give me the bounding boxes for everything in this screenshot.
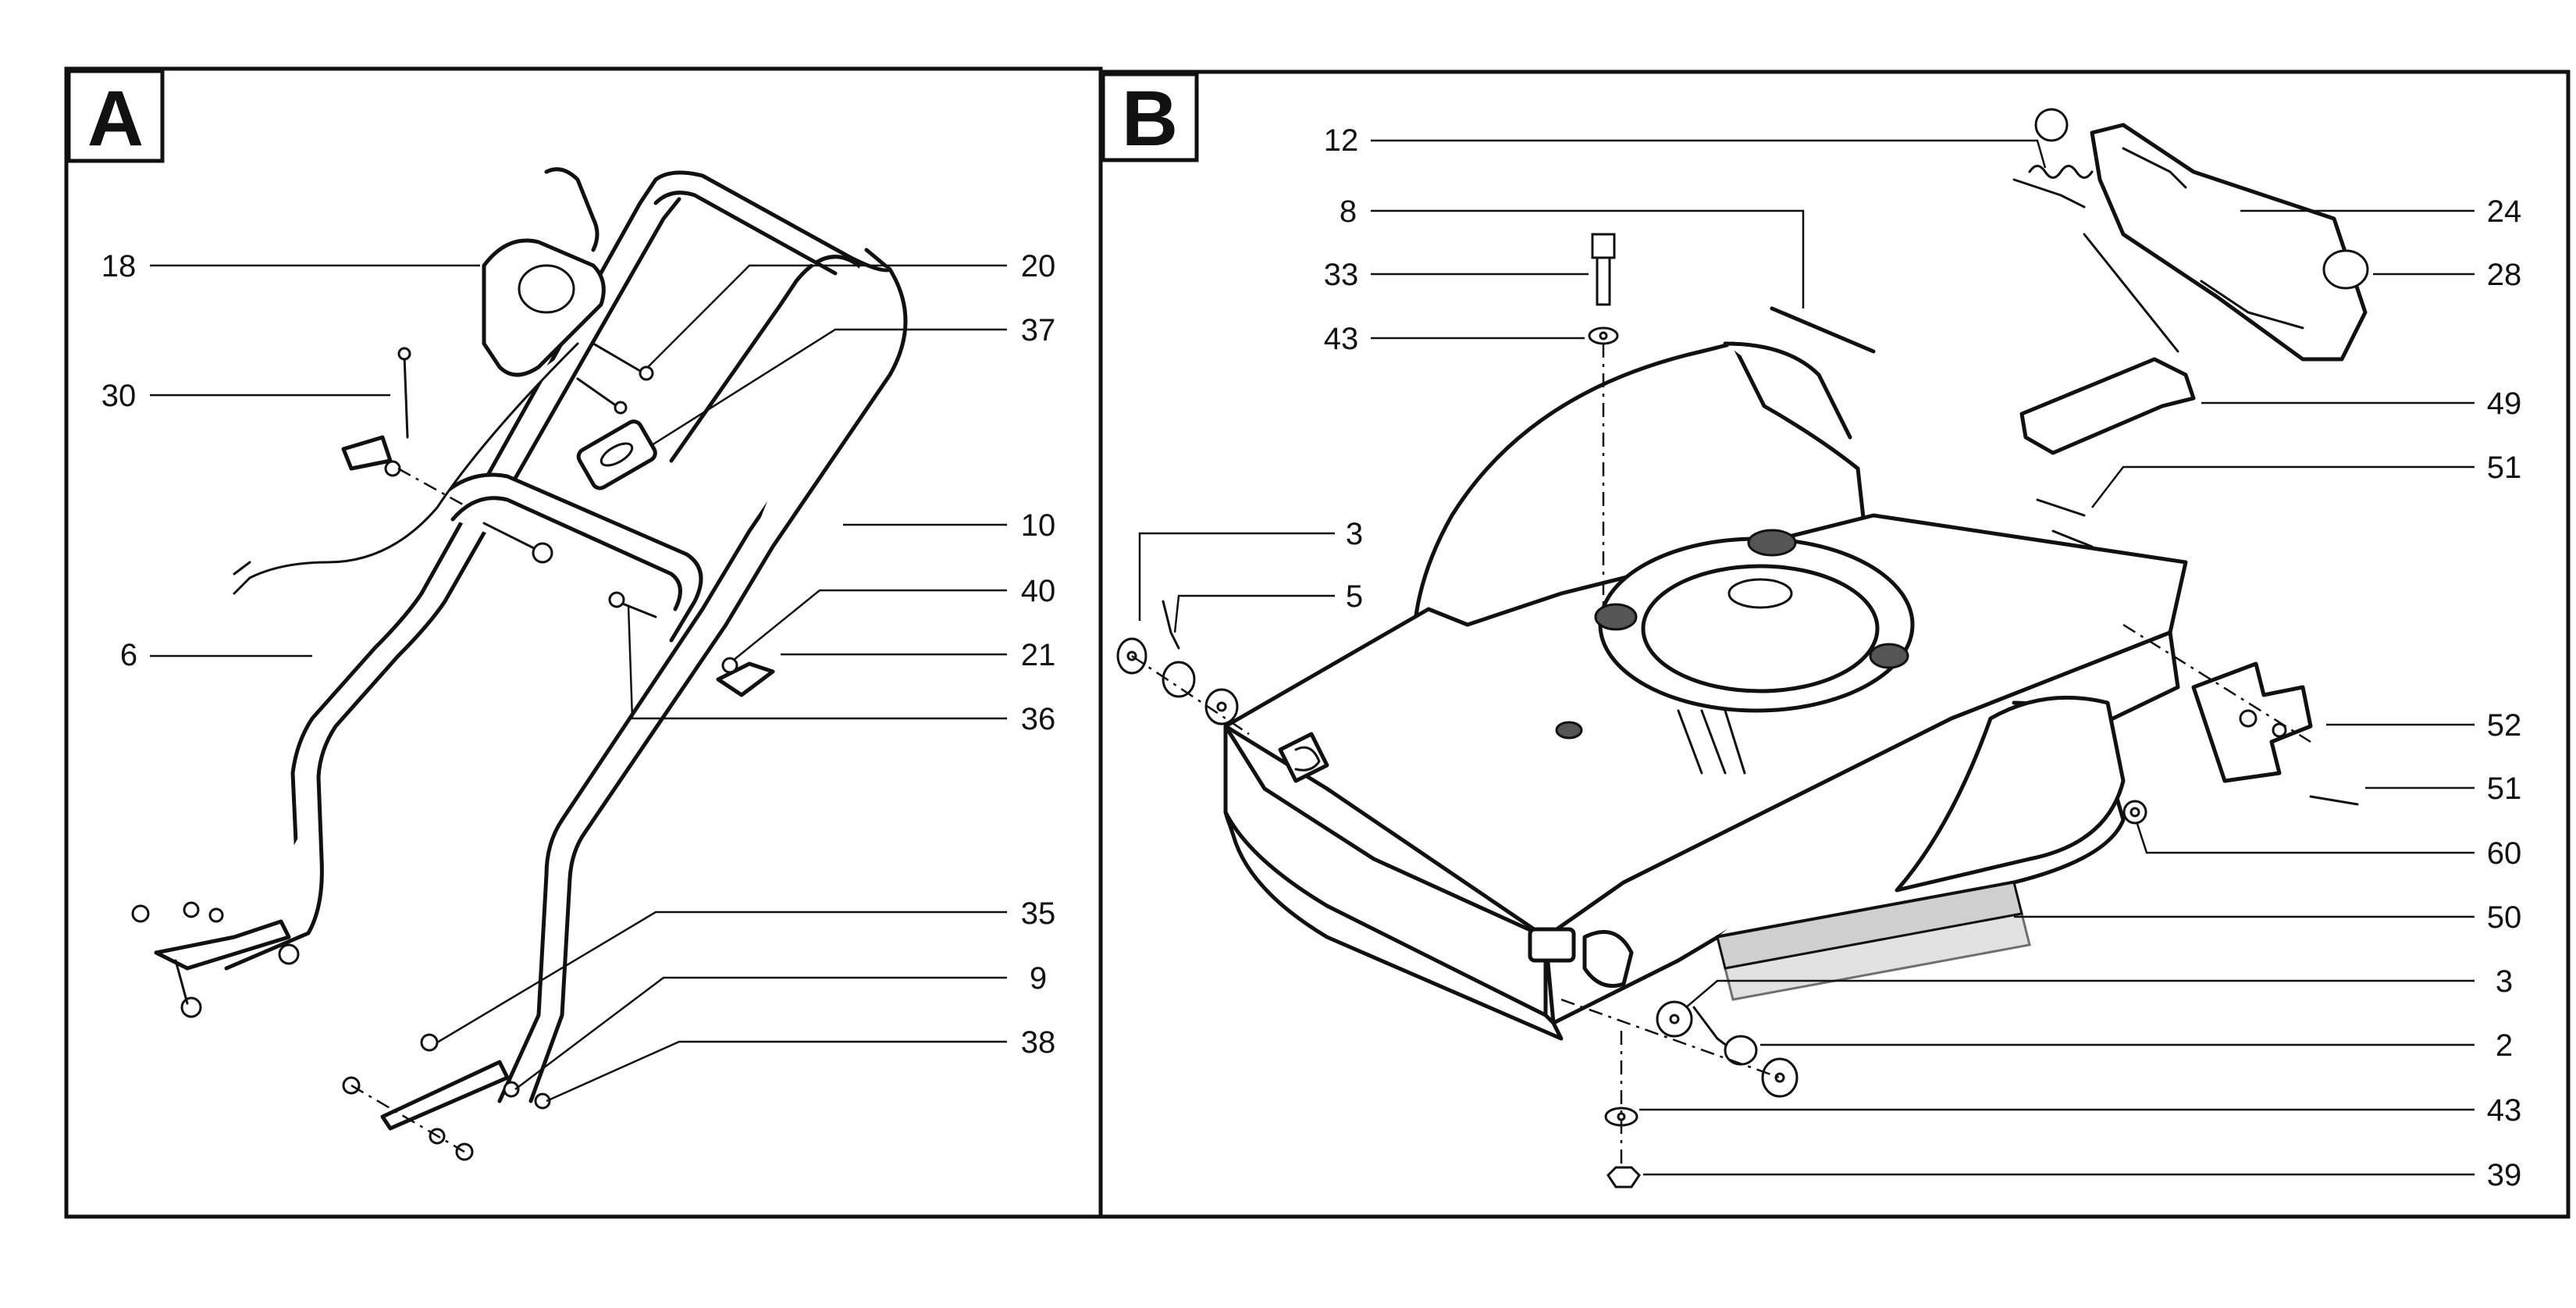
panel-b-frame xyxy=(1098,69,2571,1219)
callout-51-lower: 51 xyxy=(2487,772,2522,806)
callout-60: 60 xyxy=(2487,836,2522,871)
callout-38: 38 xyxy=(1021,1025,1056,1060)
callout-21: 21 xyxy=(1021,638,1056,672)
callout-3-left: 3 xyxy=(1346,517,1363,551)
callout-40: 40 xyxy=(1021,574,1056,608)
callouts-panel-b: 12 8 33 43 3 5 24 28 49 51 52 51 60 50 3… xyxy=(1138,123,2522,1192)
deck-assembly xyxy=(1116,108,2369,1189)
callout-2: 2 xyxy=(2496,1028,2513,1063)
callout-43-lower: 43 xyxy=(2487,1093,2522,1128)
panel-b-label: B xyxy=(1122,75,1178,162)
callout-39: 39 xyxy=(2487,1158,2522,1192)
callout-52: 52 xyxy=(2487,708,2522,743)
callout-49: 49 xyxy=(2487,387,2522,421)
callout-18: 18 xyxy=(101,249,137,283)
panel-a-frame xyxy=(64,66,1103,1219)
callout-12: 12 xyxy=(1324,123,1359,158)
callout-51-upper: 51 xyxy=(2487,451,2522,485)
callout-20: 20 xyxy=(1021,249,1056,283)
panel-a-tab: A xyxy=(66,69,165,163)
callout-3-right: 3 xyxy=(2496,964,2513,999)
callout-10: 10 xyxy=(1021,508,1056,543)
callout-9: 9 xyxy=(1030,961,1047,996)
callout-50: 50 xyxy=(2487,900,2522,935)
callout-8: 8 xyxy=(1340,194,1357,229)
callout-28: 28 xyxy=(2487,258,2522,292)
callout-35: 35 xyxy=(1021,896,1056,931)
callouts-panel-a: 18 30 6 20 37 10 40 21 36 35 9 38 xyxy=(101,249,1056,1103)
callout-30: 30 xyxy=(101,379,137,413)
callout-36: 36 xyxy=(1021,702,1056,736)
callout-43: 43 xyxy=(1324,322,1359,356)
callout-5: 5 xyxy=(1346,579,1363,614)
panel-a-label: A xyxy=(87,75,144,162)
callout-24: 24 xyxy=(2487,194,2522,229)
callout-37: 37 xyxy=(1021,313,1056,347)
panel-b-tab: B xyxy=(1101,72,1199,162)
callout-6: 6 xyxy=(120,638,137,672)
handle-assembly xyxy=(131,167,908,1161)
callout-33: 33 xyxy=(1324,258,1359,292)
